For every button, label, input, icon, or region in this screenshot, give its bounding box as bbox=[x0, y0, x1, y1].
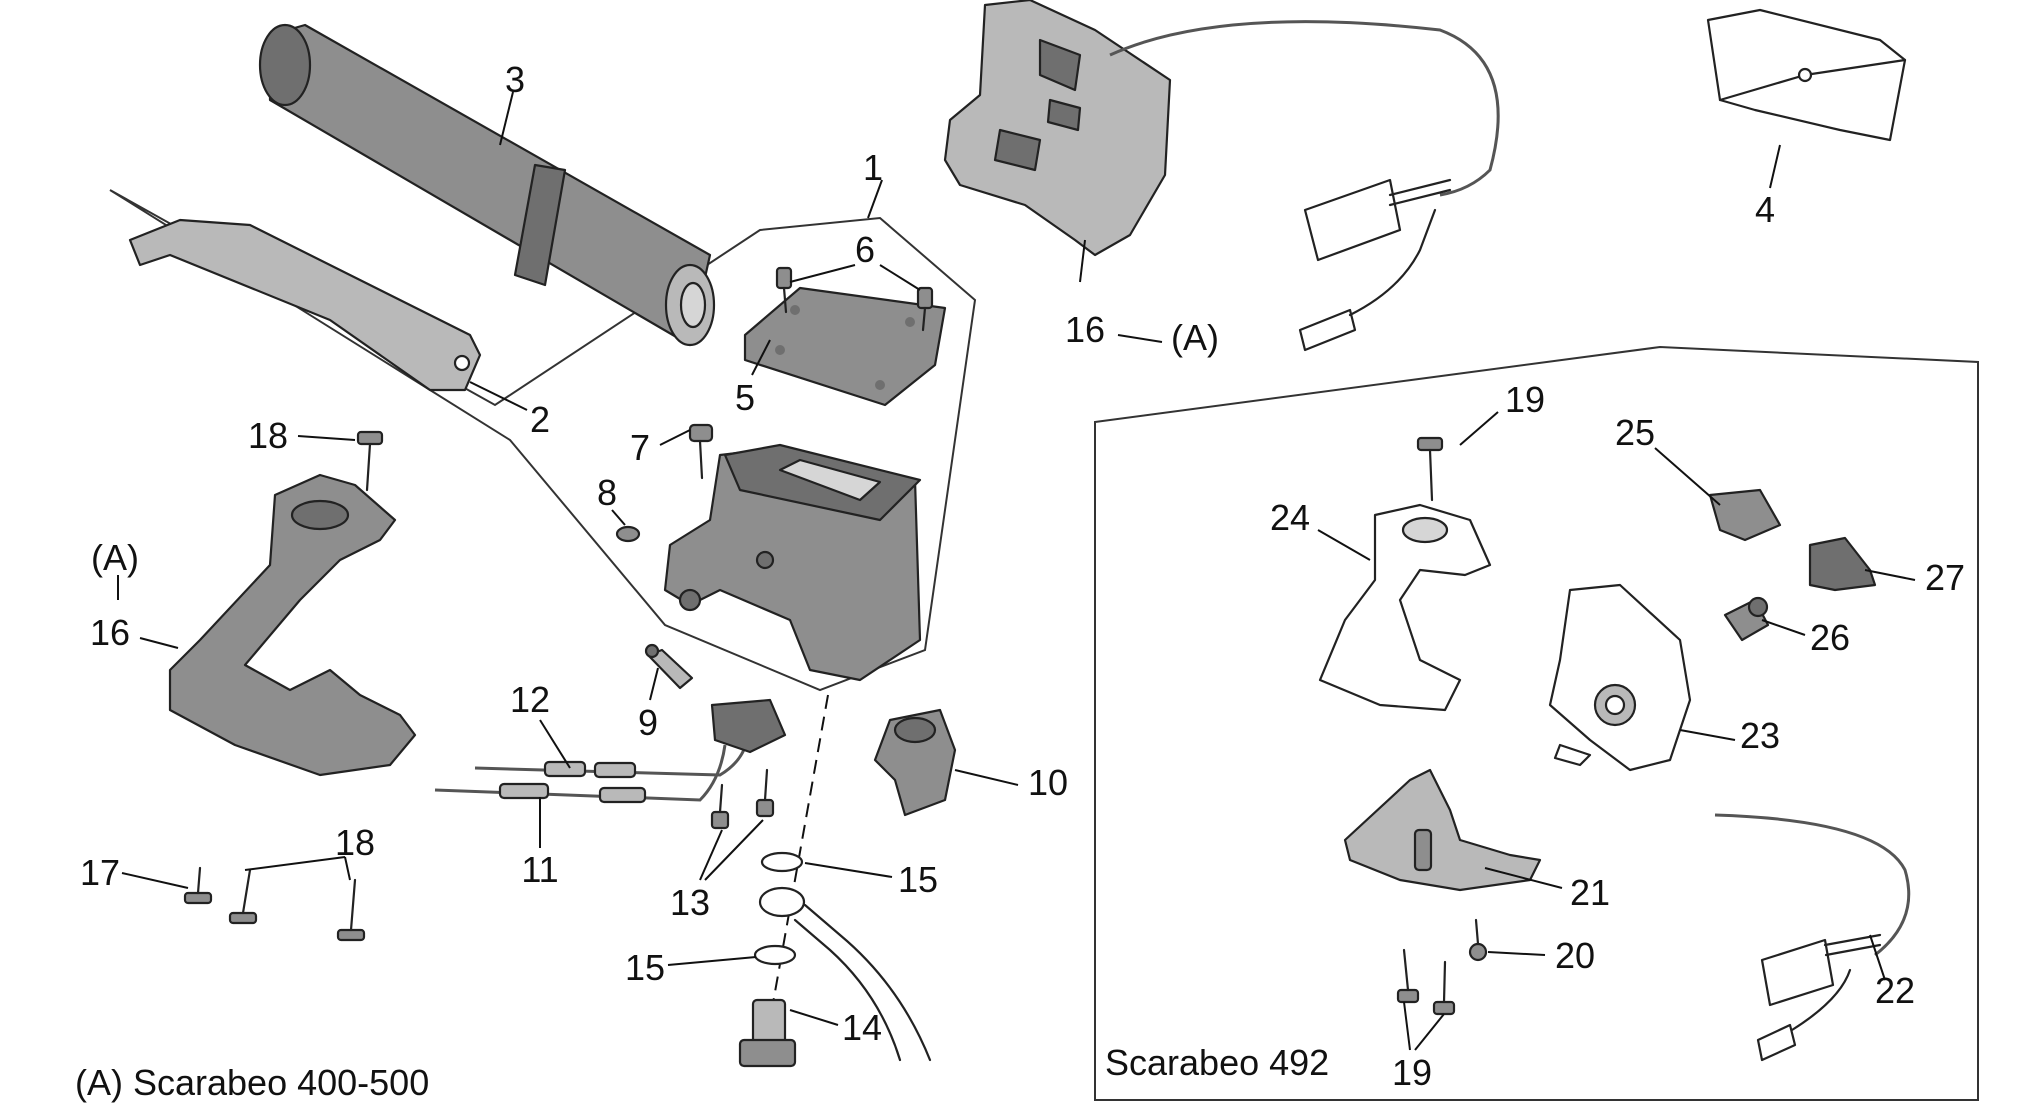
label-13: 13 bbox=[670, 882, 710, 923]
handlebar-clamp bbox=[873, 708, 957, 817]
bolt-7 bbox=[688, 423, 714, 480]
label-15-right: 15 bbox=[898, 859, 938, 900]
brake-switch-9 bbox=[644, 643, 694, 690]
screw-17 bbox=[183, 866, 213, 905]
label-7: 7 bbox=[630, 427, 650, 468]
switch-clip bbox=[710, 698, 787, 754]
washer-8 bbox=[615, 525, 641, 543]
screws-13 bbox=[710, 768, 775, 830]
label-3: 3 bbox=[505, 59, 525, 100]
screw-18-mid bbox=[228, 868, 258, 925]
harness-connector-22 bbox=[1756, 933, 1882, 1062]
caption-scarabeo-492: Scarabeo 492 bbox=[1105, 1042, 1329, 1083]
label-18-bottom: 18 bbox=[335, 822, 375, 863]
housing-connector bbox=[1298, 178, 1452, 352]
leader-lines bbox=[117, 91, 1916, 1051]
screws-19-bottom bbox=[1396, 948, 1456, 1016]
master-cylinder bbox=[663, 443, 922, 682]
label-26: 26 bbox=[1810, 617, 1850, 658]
label-16-left: 16 bbox=[90, 612, 130, 653]
lower-shell-21 bbox=[1343, 768, 1542, 892]
cover-screws bbox=[775, 266, 934, 332]
label-12: 12 bbox=[510, 679, 550, 720]
switch-body-23 bbox=[1548, 583, 1692, 772]
upper-shell-24 bbox=[1318, 503, 1492, 712]
button-27 bbox=[1808, 536, 1877, 592]
label-25: 25 bbox=[1615, 412, 1655, 453]
label-6: 6 bbox=[855, 229, 875, 270]
housing-wire bbox=[1109, 20, 1500, 197]
label-15-left: 15 bbox=[625, 947, 665, 988]
switch-26 bbox=[1723, 596, 1770, 642]
label-21: 21 bbox=[1570, 872, 1610, 913]
switch-housing-top bbox=[943, 0, 1172, 257]
label-23: 23 bbox=[1740, 715, 1780, 756]
label-18-top: 18 bbox=[248, 415, 288, 456]
banjo-bolt-14 bbox=[738, 998, 797, 1068]
label-16-top: 16 bbox=[1065, 309, 1105, 350]
reservoir-cover bbox=[743, 286, 947, 407]
label-a-top: (A) bbox=[1171, 317, 1219, 358]
switch-cables bbox=[434, 734, 750, 804]
label-11: 11 bbox=[521, 849, 558, 890]
label-5: 5 bbox=[735, 377, 755, 418]
label-27: 27 bbox=[1925, 557, 1965, 598]
label-24: 24 bbox=[1270, 497, 1310, 538]
label-4: 4 bbox=[1755, 189, 1775, 230]
brake-hose bbox=[803, 903, 932, 1062]
scarabeo-492-frame bbox=[1094, 345, 1979, 1101]
rocker-25 bbox=[1708, 488, 1782, 542]
label-20: 20 bbox=[1555, 935, 1595, 976]
label-8: 8 bbox=[597, 472, 617, 513]
screw-19-top bbox=[1416, 436, 1444, 502]
label-10: 10 bbox=[1028, 762, 1068, 803]
label-19-top: 19 bbox=[1505, 379, 1545, 420]
banjo-fitting bbox=[758, 886, 806, 918]
brake-lever bbox=[128, 218, 482, 392]
label-14: 14 bbox=[842, 1007, 882, 1048]
screw-18-top bbox=[356, 430, 384, 492]
screw-20 bbox=[1468, 918, 1488, 962]
parts-bag bbox=[1706, 8, 1907, 142]
harness-wire-22 bbox=[1714, 813, 1911, 957]
label-17: 17 bbox=[80, 852, 120, 893]
brake-hose-outer bbox=[793, 918, 902, 1062]
washer-15-top bbox=[760, 851, 804, 873]
label-22: 22 bbox=[1875, 970, 1915, 1011]
screw-18-right bbox=[336, 878, 366, 942]
label-2: 2 bbox=[530, 399, 550, 440]
label-1: 1 bbox=[863, 147, 883, 188]
label-a-left: (A) bbox=[91, 537, 139, 578]
label-19-bottom: 19 bbox=[1392, 1052, 1432, 1093]
lever-group-frame bbox=[109, 189, 977, 692]
washer-15-bottom bbox=[753, 944, 797, 966]
caption-scarabeo-400-500: (A) Scarabeo 400-500 bbox=[75, 1062, 429, 1103]
part-number-labels: 1 2 3 4 5 6 7 8 9 10 11 12 13 14 15 15 1… bbox=[80, 59, 1965, 1093]
handlebar-grip bbox=[258, 23, 716, 347]
switch-cover-left bbox=[168, 473, 417, 777]
label-9: 9 bbox=[638, 702, 658, 743]
